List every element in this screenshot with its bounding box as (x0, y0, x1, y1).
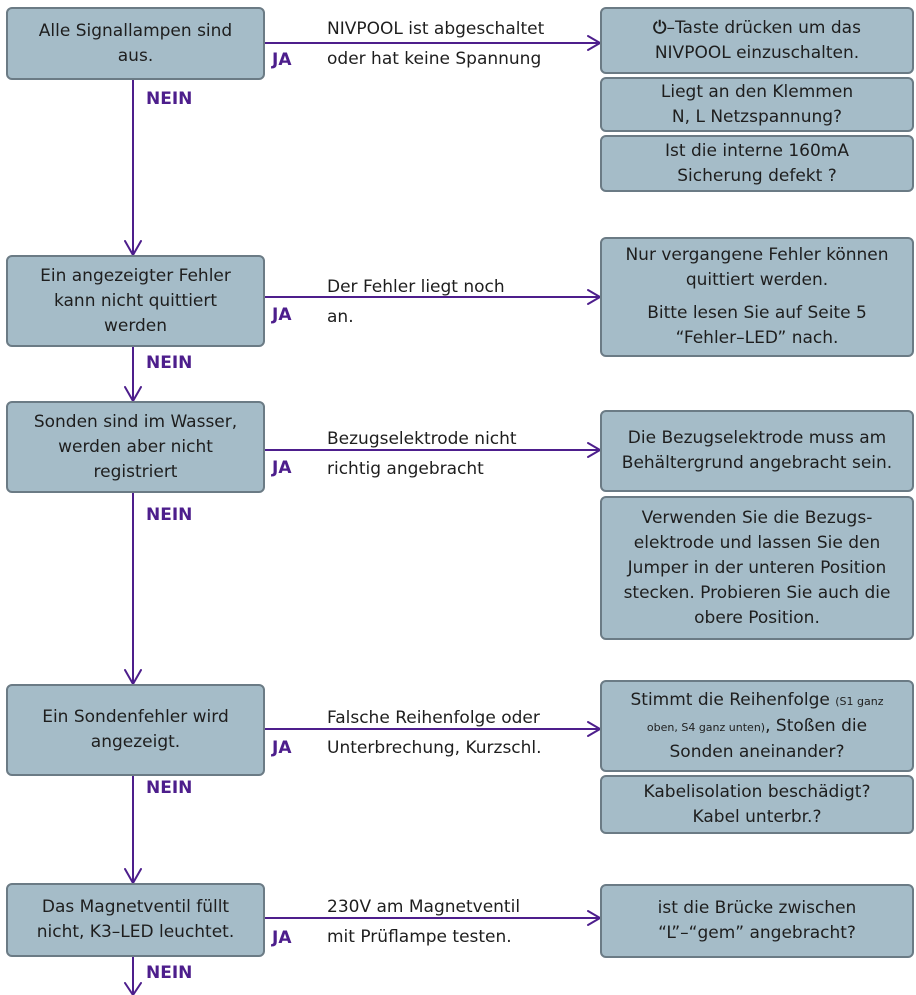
decision-1-line-2: aus. (117, 45, 154, 66)
no-arrowhead-5 (124, 982, 142, 995)
condition-5: 230V am Magnetventil mit Prüflampe teste… (327, 892, 520, 952)
remedy-box-1a: ⏻–Taste drücken um das NIVPOOL einzuscha… (600, 7, 914, 74)
remedy-4a-line-1: Stimmt die Reihenfolge (630, 689, 836, 710)
remedy-box-4a: Stimmt die Reihenfolge (S1 ganz oben, S4… (600, 680, 914, 772)
condition-5-line-2: mit Prüflampe testen. (327, 927, 512, 947)
remedy-1a-line-2: NIVPOOL einzuschalten. (654, 42, 860, 63)
remedy-4a-line-2-small: oben, S4 ganz unten) (646, 720, 766, 734)
decision-box-2: Ein angezeigter Fehler kann nicht quitti… (6, 255, 265, 347)
remedy-box-4b: Kabelisolation beschädigt? Kabel unterbr… (600, 775, 914, 834)
remedy-box-3a: Die Bezugselektrode muss am Behältergrun… (600, 410, 914, 492)
condition-2: Der Fehler liegt noch an. (327, 272, 505, 332)
yes-label-5: JA (272, 928, 292, 948)
condition-2-line-1: Der Fehler liegt noch (327, 277, 505, 297)
remedy-4b-line-1: Kabelisolation beschädigt? (643, 781, 871, 802)
remedy-2-line-2: quittiert werden. (685, 270, 829, 290)
yes-label-2: JA (272, 305, 292, 325)
condition-1-line-2: oder hat keine Spannung (327, 49, 542, 69)
condition-5-line-1: 230V am Magnetventil (327, 897, 521, 917)
remedy-3b-line-2: elektrode und lassen Sie den (633, 532, 881, 553)
decision-5-line-1: Das Magnetventil füllt (41, 897, 230, 917)
remedy-3a-line-2: Behältergrund angebracht sein. (621, 453, 893, 473)
decision-2-line-1: Ein angezeigter Fehler (40, 265, 231, 286)
remedy-box-2: Nur vergangene Fehler können quittiert w… (600, 237, 914, 357)
decision-box-1: Alle Signallampen sind aus. (6, 7, 265, 80)
decision-box-4: Ein Sondenfehler wird angezeigt. (6, 684, 265, 776)
remedy-4a-line-1-small: (S1 ganz (835, 694, 884, 708)
condition-3-line-1: Bezugselektrode nicht (327, 429, 517, 449)
remedy-box-5: ist die Brücke zwischen “L”–“gem” angebr… (600, 884, 914, 958)
no-label-1: NEIN (146, 89, 193, 109)
yes-label-3: JA (272, 458, 292, 478)
remedy-4b-line-2: Kabel unterbr.? (692, 806, 822, 827)
condition-2-line-2: an. (327, 307, 354, 327)
condition-4: Falsche Reihenfolge oder Unterbrechung, … (327, 703, 542, 763)
remedy-1c-line-2: Sicherung defekt ? (677, 165, 837, 186)
remedy-5-line-2: “L”–“gem” angebracht? (658, 923, 856, 943)
remedy-2-line-3: Bitte lesen Sie auf Seite 5 (647, 303, 867, 323)
decision-3-line-1: Sonden sind im Wasser, (33, 411, 238, 432)
no-label-2: NEIN (146, 353, 193, 373)
decision-box-5: Das Magnetventil füllt nicht, K3–LED leu… (6, 883, 265, 957)
decision-box-3: Sonden sind im Wasser, werden aber nicht… (6, 401, 265, 493)
no-label-5: NEIN (146, 963, 193, 983)
remedy-3b-line-4: stecken. Probieren Sie auch die (623, 582, 891, 603)
remedy-4a-line-3: Sonden aneinander? (669, 741, 845, 762)
remedy-5-line-1: ist die Brücke zwischen (657, 898, 857, 918)
decision-3-line-2: werden aber nicht (58, 436, 213, 457)
remedy-1a-line-1: –Taste drücken um das (666, 17, 861, 38)
condition-1-line-1: NIVPOOL ist abgeschaltet (327, 19, 545, 39)
remedy-3b-line-1: Verwenden Sie die Bezugs- (641, 507, 873, 528)
remedy-1c-line-1: Ist die interne 160mA (665, 140, 849, 161)
remedy-2-line-4: “Fehler–LED” nach. (675, 328, 839, 348)
remedy-1b-line-2: N, L Netzspannung? (671, 106, 843, 127)
yes-label-4: JA (272, 738, 292, 758)
decision-2-line-2: kann nicht quittiert (53, 290, 218, 311)
power-icon: ⏻ (653, 17, 667, 38)
condition-4-line-1: Falsche Reihenfolge oder (327, 708, 540, 728)
remedy-3b-line-3: Jumper in der unteren Position (627, 557, 887, 578)
yes-label-1: JA (272, 50, 292, 70)
condition-1: NIVPOOL ist abgeschaltet oder hat keine … (327, 14, 544, 74)
remedy-1b-line-1: Liegt an den Klemmen (660, 81, 854, 102)
decision-4-line-1: Ein Sondenfehler wird (42, 707, 229, 727)
remedy-3a-line-1: Die Bezugselektrode muss am (627, 428, 887, 448)
no-label-4: NEIN (146, 778, 193, 798)
condition-3-line-2: richtig angebracht (327, 459, 484, 479)
remedy-box-3b: Verwenden Sie die Bezugs- elektrode und … (600, 496, 914, 640)
condition-4-line-2: Unterbrechung, Kurzschl. (327, 738, 542, 758)
remedy-box-1b: Liegt an den Klemmen N, L Netzspannung? (600, 77, 914, 132)
remedy-box-1c: Ist die interne 160mA Sicherung defekt ? (600, 135, 914, 192)
remedy-4a-line-2: , Stoßen die (765, 715, 868, 736)
decision-4-line-2: angezeigt. (90, 732, 181, 752)
remedy-2-line-1: Nur vergangene Fehler können (625, 245, 889, 265)
decision-1-line-1: Alle Signallampen sind (38, 20, 233, 41)
decision-5-line-2: nicht, K3–LED leuchtet. (36, 922, 235, 942)
condition-3: Bezugselektrode nicht richtig angebracht (327, 424, 517, 484)
remedy-3b-line-5: obere Position. (694, 607, 820, 628)
decision-3-line-3: registriert (93, 461, 178, 482)
no-label-3: NEIN (146, 505, 193, 525)
decision-2-line-3: werden (103, 315, 168, 336)
